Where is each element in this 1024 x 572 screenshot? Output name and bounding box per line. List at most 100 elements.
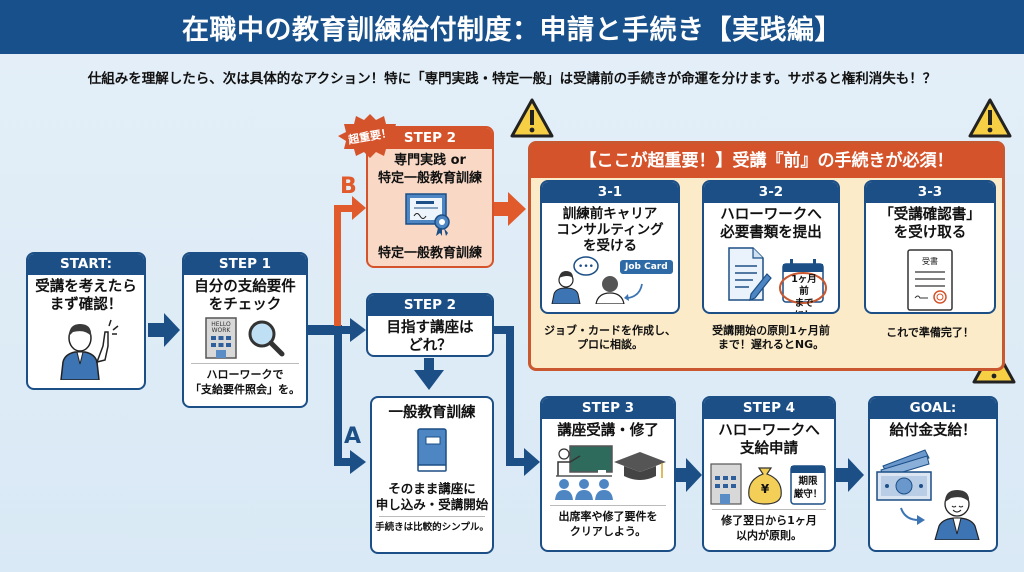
arrow-to-step2-mid — [334, 318, 366, 342]
step3-1-note-line2: プロに相談。 — [577, 338, 643, 351]
step3-title: 講座受講・修了 — [557, 423, 659, 439]
money-to-person-icon — [871, 444, 995, 540]
step3-1-note-line1: ジョブ・カードを作成し、 — [544, 324, 676, 337]
step3-3-note: これで準備完了！ — [864, 326, 996, 340]
step3-note-line1: 出席率や修了要件を — [558, 510, 658, 523]
branch-a-card: 一般教育訓練 そのまま講座に 申し込み・受講開始 手続きは比較的シンプル。 — [370, 396, 494, 554]
certificate-document-icon: 受書 — [905, 248, 955, 312]
step3-header: STEP 3 — [542, 398, 674, 419]
step3-2-note: 受講開始の原則1ヶ月前 まで！遅れるとNG。 — [694, 324, 848, 352]
branch-a-label: A — [344, 424, 362, 449]
divider — [549, 505, 667, 506]
arrow-step3-to-step4 — [676, 458, 702, 492]
magnifier-icon — [248, 320, 285, 357]
step3-1-title-line3: を受ける — [583, 238, 637, 254]
step3-1-note: ジョブ・カードを作成し、 プロに相談。 — [534, 324, 686, 352]
branch-b-label: B — [340, 174, 357, 199]
warning-icon-left — [510, 98, 554, 138]
step3-card: STEP 3 講座受講・修了 出席率や修了要件を クリアしよう。 — [540, 396, 676, 552]
yen-symbol: ¥ — [760, 482, 770, 496]
step2-mid-card: STEP 2 目指す講座は どれ？ — [366, 293, 494, 357]
arrow-start-to-step1 — [148, 313, 180, 347]
money-bag-icon — [748, 467, 782, 505]
book-icon — [415, 427, 449, 473]
step3-2-card: 3-2 ハローワークへ 必要書類を提出 1ヶ月前 までに！ — [702, 180, 840, 314]
step3-3-title-line1: 「受講確認書」 — [879, 207, 981, 223]
arrow-branch-b — [334, 196, 366, 328]
step1-title-line2: をチェック — [208, 297, 282, 313]
step2-b-title-line2: 特定一般教育訓練 — [377, 171, 482, 186]
deadline-badge: 1ヶ月前 までに！ — [791, 274, 817, 312]
hello-work-building-icon — [710, 463, 742, 505]
arrow-b-to-warning — [494, 192, 526, 226]
step3-note-line2: クリアしよう。 — [569, 525, 647, 538]
header-bar: 在職中の教育訓練給付制度：申請と手続き【実践編】 — [0, 0, 1024, 54]
start-title-line2: まず確認！ — [49, 297, 123, 313]
step3-1-header: 3-1 — [542, 182, 678, 203]
svg-text:WORK: WORK — [212, 327, 232, 334]
step1-card: STEP 1 自分の支給要件 をチェック HELLO WORK ハローワークで … — [182, 252, 308, 408]
step2-b-footer: 特定一般教育訓練 — [377, 246, 482, 261]
step4-note-line1: 修了翌日から1ヶ月 — [721, 514, 817, 527]
step3-1-title-line2: コンサルティング — [556, 222, 664, 238]
step2-mid-header: STEP 2 — [368, 295, 492, 316]
goal-header: GOAL: — [870, 398, 996, 419]
step4-note-line2: 以内が原則。 — [736, 529, 802, 542]
connector-step1-out — [308, 325, 342, 335]
step3-3-title-line2: を受け取る — [893, 225, 967, 241]
certificate-icon — [404, 192, 456, 238]
step3-2-header: 3-2 — [704, 182, 838, 203]
step1-title-line1: 自分の支給要件 — [194, 279, 296, 295]
super-important-badge: 超重要！ — [338, 114, 402, 158]
doc-label: 受書 — [922, 257, 938, 266]
document-pen-icon — [728, 247, 827, 304]
arrow-step4-to-goal — [836, 458, 864, 492]
step2-branch-b-card: STEP 2 専門実践 or 特定一般教育訓練 特定一般教育訓練 — [366, 126, 494, 268]
step4-title-line2: 支給申請 — [740, 441, 798, 457]
arrow-step2-to-step3 — [494, 326, 540, 476]
branch-a-body-line2: 申し込み・受講開始 — [375, 497, 489, 512]
goal-card: GOAL: 給付金支給！ — [868, 396, 998, 552]
classroom-graduation-icon — [548, 444, 668, 502]
svg-text:•••: ••• — [578, 262, 594, 272]
step4-title-line1: ハローワークへ — [718, 423, 820, 439]
arrow-branch-a — [334, 330, 366, 474]
start-header: START: — [28, 254, 144, 275]
branch-a-body-line1: そのまま講座に — [388, 481, 476, 496]
step3-3-note-line1: これで準備完了！ — [886, 326, 974, 339]
step3-2-title-line1: ハローワークへ — [720, 207, 822, 223]
step1-note-line1: ハローワークで — [206, 368, 284, 381]
goal-title: 給付金支給！ — [889, 423, 977, 439]
step2-b-title-line1: 専門実践 or — [394, 153, 466, 168]
step3-3-header: 3-3 — [866, 182, 994, 203]
warning-zone-title: 【ここが超重要！】受講『前』の手続きが必須！ — [531, 144, 1002, 178]
calendar-icon — [790, 465, 826, 505]
step3-2-title-line2: 必要書類を提出 — [720, 225, 822, 241]
divider — [379, 516, 485, 517]
start-card: START: 受講を考えたら まず確認！ — [26, 252, 146, 390]
deadline-text: 期限 厳守！ — [793, 476, 823, 500]
step4-header: STEP 4 — [704, 398, 834, 419]
step1-header: STEP 1 — [184, 254, 306, 275]
step3-1-card: 3-1 訓練前キャリア コンサルティング を受ける ••• Job Card — [540, 180, 680, 314]
arrow-step2-down — [414, 358, 444, 390]
step3-2-note-line2: まで！遅れるとNG。 — [717, 338, 825, 351]
branch-a-note: 手続きは比較的シンプル。 — [375, 522, 489, 533]
divider — [191, 363, 299, 364]
consultation-icon: ••• Job Card — [546, 254, 674, 304]
step4-card: STEP 4 ハローワークへ 支給申請 ¥ 期限 厳守！ 修了翌日から1ヶ月 以… — [702, 396, 836, 552]
step3-2-note-line1: 受講開始の原則1ヶ月前 — [712, 324, 830, 337]
step2-b-header: STEP 2 — [368, 128, 492, 149]
branch-a-title: 一般教育訓練 — [388, 405, 476, 421]
step2-mid-title-line1: 目指す講座は — [386, 320, 474, 336]
divider — [711, 509, 827, 510]
step1-note-line2: 「支給要件照会」を。 — [190, 383, 300, 396]
page-title: 在職中の教育訓練給付制度：申請と手続き【実践編】 — [182, 14, 842, 46]
hello-work-building-icon: HELLO WORK — [205, 317, 237, 359]
svg-text:HELLO: HELLO — [211, 321, 231, 328]
step3-1-title-line1: 訓練前キャリア — [562, 206, 658, 222]
step2-mid-title-line2: どれ？ — [408, 338, 452, 354]
job-card-badge: Job Card — [620, 260, 673, 274]
warning-icon-right — [968, 98, 1012, 138]
start-title-line1: 受講を考えたら — [35, 279, 137, 295]
